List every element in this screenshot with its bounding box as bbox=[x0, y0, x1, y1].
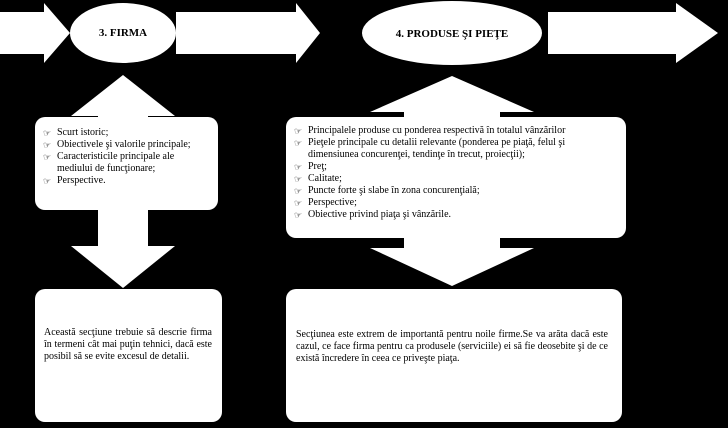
list-item-text: Calitate; bbox=[308, 173, 342, 184]
list-item: ☞ Obiectivele şi valorile principale; bbox=[43, 139, 212, 151]
list-item-text: Obiective privind piaţa şi vânzările. bbox=[308, 209, 452, 220]
list-item-text: Preţ; bbox=[308, 161, 327, 172]
pointing-hand-icon: ☞ bbox=[43, 128, 52, 138]
list-item: ☞ Principalele produse cu ponderea respec… bbox=[294, 125, 618, 137]
list-item: ☞ Calitate; bbox=[294, 173, 618, 185]
node-firma-title: 3. FIRMA bbox=[70, 4, 176, 62]
pointing-hand-icon: ☞ bbox=[43, 152, 52, 162]
pointing-hand-icon: ☞ bbox=[294, 162, 303, 172]
produse-note-box: Secţiunea este extrem de importantă pent… bbox=[286, 289, 622, 422]
pointing-hand-icon: ☞ bbox=[294, 138, 303, 148]
list-item: ☞ Perspective. bbox=[43, 175, 212, 187]
list-item-text: Perspective. bbox=[57, 175, 106, 186]
pointing-hand-icon: ☞ bbox=[294, 186, 303, 196]
list-item-text: Pieţele principale cu detalii relevante … bbox=[308, 137, 566, 160]
firma-title: 3. FIRMA bbox=[98, 27, 148, 39]
list-item: ☞ Scurt istoric; bbox=[43, 127, 212, 139]
produse-note-text: Secţiunea este extrem de importantă pent… bbox=[296, 329, 608, 364]
oval-produse bbox=[362, 1, 542, 65]
list-item-text: Scurt istoric; bbox=[57, 127, 109, 138]
list-item: ☞ Pieţele principale cu detalii relevante… bbox=[294, 137, 618, 161]
list-item: ☞ Perspective; bbox=[294, 197, 618, 209]
list-item: ☞ Puncte forte şi slabe în zona concurenţ… bbox=[294, 185, 618, 197]
list-item-text: Caracteristicile principale ale mediului… bbox=[57, 151, 175, 174]
firma-note-box: Această secţiune trebuie să descrie firm… bbox=[35, 289, 222, 422]
flow-arrow-middle bbox=[176, 3, 320, 63]
firma-details-box: ☞ Scurt istoric; ☞ Obiectivele şi valorile … bbox=[35, 117, 218, 210]
pointing-hand-icon: ☞ bbox=[294, 210, 303, 220]
list-item-text: Puncte forte şi slabe în zona concurenţi… bbox=[308, 185, 480, 196]
flow-arrow-left bbox=[0, 3, 70, 63]
produse-details-box: ☞ Principalele produse cu ponderea respec… bbox=[286, 117, 626, 238]
firma-note-text: Această secţiune trebuie să descrie firm… bbox=[44, 327, 212, 362]
pointing-hand-icon: ☞ bbox=[294, 198, 303, 208]
pointing-hand-icon: ☞ bbox=[43, 140, 52, 150]
list-item: ☞ Caracteristicile principale ale mediulu… bbox=[43, 151, 212, 175]
node-produse-title: 4. PRODUSE ŞI PIEŢE bbox=[362, 3, 542, 65]
pointing-hand-icon: ☞ bbox=[43, 176, 52, 186]
list-item: ☞ Preţ; bbox=[294, 161, 618, 173]
list-item-text: Perspective; bbox=[308, 197, 357, 208]
list-item-text: Obiectivele şi valorile principale; bbox=[57, 139, 191, 150]
arrow-stripe-2 bbox=[611, 22, 617, 54]
oval-firma bbox=[70, 3, 176, 63]
list-item-text: Principalele produse cu ponderea respect… bbox=[308, 125, 566, 136]
pointing-hand-icon: ☞ bbox=[294, 126, 303, 136]
list-item: ☞ Obiective privind piaţa şi vânzările. bbox=[294, 209, 618, 221]
produse-list: ☞ Principalele produse cu ponderea respec… bbox=[294, 125, 618, 221]
flow-arrow-right bbox=[548, 3, 718, 63]
pointing-hand-icon: ☞ bbox=[294, 174, 303, 184]
firma-list: ☞ Scurt istoric; ☞ Obiectivele şi valorile … bbox=[43, 127, 212, 187]
arrow-stripe-1 bbox=[604, 22, 608, 54]
produse-title: 4. PRODUSE ŞI PIEŢE bbox=[395, 28, 509, 40]
